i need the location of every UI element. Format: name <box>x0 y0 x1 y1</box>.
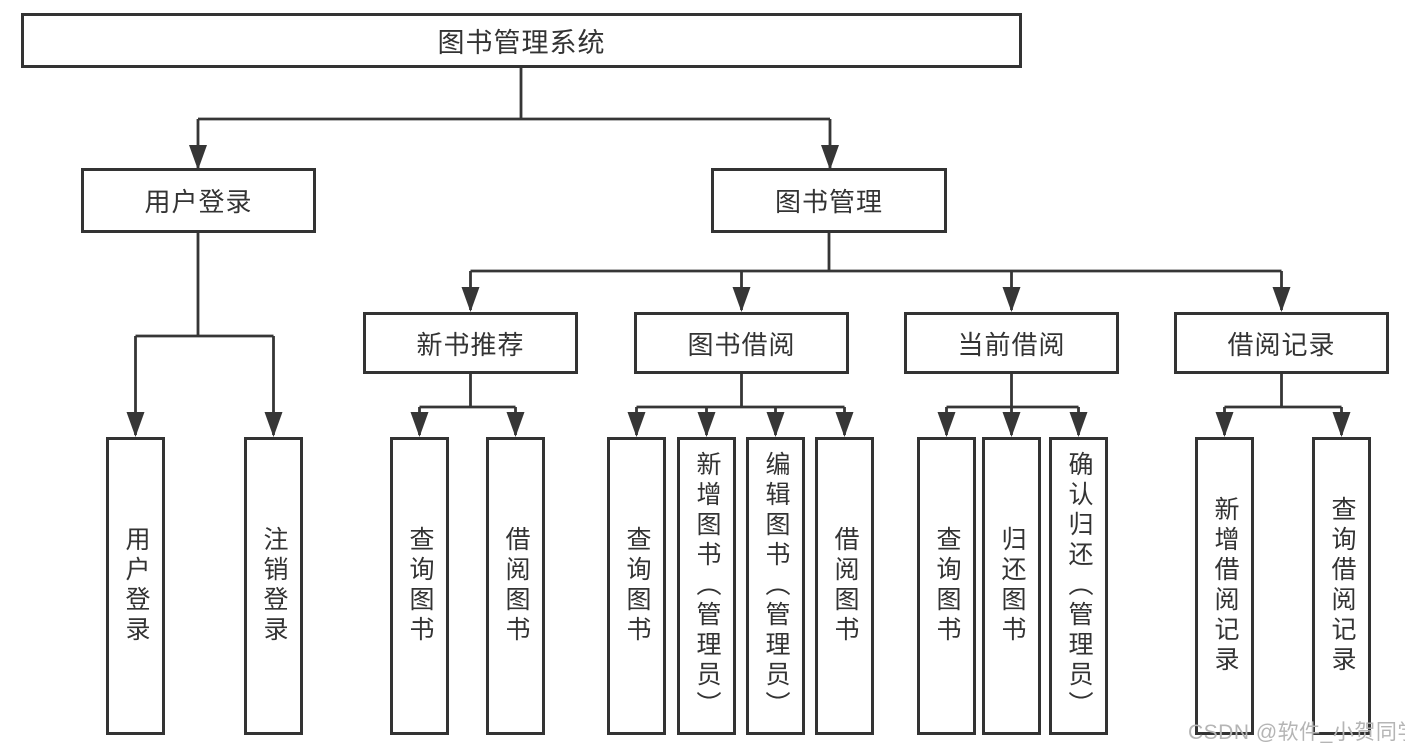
node-leaf-query-books-recommend: 查询图书 <box>390 437 449 735</box>
node-leaf-return-books-label: 归还图书 <box>998 526 1026 646</box>
node-leaf-add-books-admin-label: 新增图书（管理员） <box>693 451 721 721</box>
node-user-login-label: 用户登录 <box>144 187 253 217</box>
node-leaf-logout-label: 注销登录 <box>260 526 288 646</box>
node-leaf-confirm-return-admin-label: 确认归还（管理员） <box>1065 451 1093 721</box>
node-book-borrowing-label: 图书借阅 <box>687 329 796 360</box>
node-leaf-edit-books-admin-label: 编辑图书（管理员） <box>762 451 790 721</box>
node-borrowing-records-label: 借阅记录 <box>1227 329 1336 360</box>
node-leaf-query-books-borrow-label: 查询图书 <box>623 526 651 646</box>
node-leaf-query-books-borrow: 查询图书 <box>607 437 666 735</box>
node-leaf-user-login-label: 用户登录 <box>122 526 150 646</box>
node-leaf-borrow-books-recommend: 借阅图书 <box>486 437 545 735</box>
node-library-system-label: 图书管理系统 <box>437 28 606 58</box>
node-leaf-logout: 注销登录 <box>244 437 303 735</box>
node-leaf-add-borrow-record: 新增借阅记录 <box>1195 437 1254 735</box>
node-leaf-borrow-books-borrow: 借阅图书 <box>815 437 874 735</box>
node-book-management: 图书管理 <box>711 168 947 233</box>
node-current-borrowing: 当前借阅 <box>904 312 1119 374</box>
node-book-management-label: 图书管理 <box>774 187 883 217</box>
csdn-watermark: CSDN @软件_小贺同学 <box>1188 721 1405 744</box>
node-leaf-query-books-recommend-label: 查询图书 <box>406 526 434 646</box>
node-book-borrowing: 图书借阅 <box>634 312 849 374</box>
node-leaf-borrow-books-recommend-label: 借阅图书 <box>502 526 530 646</box>
node-leaf-return-books: 归还图书 <box>982 437 1041 735</box>
node-leaf-query-books-current: 查询图书 <box>917 437 976 735</box>
node-borrowing-records: 借阅记录 <box>1174 312 1389 374</box>
node-leaf-query-books-current-label: 查询图书 <box>933 526 961 646</box>
node-user-login: 用户登录 <box>81 168 316 233</box>
node-leaf-edit-books-admin: 编辑图书（管理员） <box>746 437 805 735</box>
node-leaf-query-borrow-record-label: 查询借阅记录 <box>1328 496 1356 676</box>
node-leaf-borrow-books-borrow-label: 借阅图书 <box>831 526 859 646</box>
node-new-book-recommend-label: 新书推荐 <box>416 329 525 360</box>
node-current-borrowing-label: 当前借阅 <box>957 329 1066 360</box>
node-leaf-confirm-return-admin: 确认归还（管理员） <box>1049 437 1108 735</box>
node-leaf-add-borrow-record-label: 新增借阅记录 <box>1211 496 1239 676</box>
node-leaf-query-borrow-record: 查询借阅记录 <box>1312 437 1371 735</box>
node-leaf-add-books-admin: 新增图书（管理员） <box>677 437 736 735</box>
node-new-book-recommend: 新书推荐 <box>363 312 578 374</box>
node-leaf-user-login: 用户登录 <box>106 437 165 735</box>
node-library-system: 图书管理系统 <box>21 13 1022 68</box>
